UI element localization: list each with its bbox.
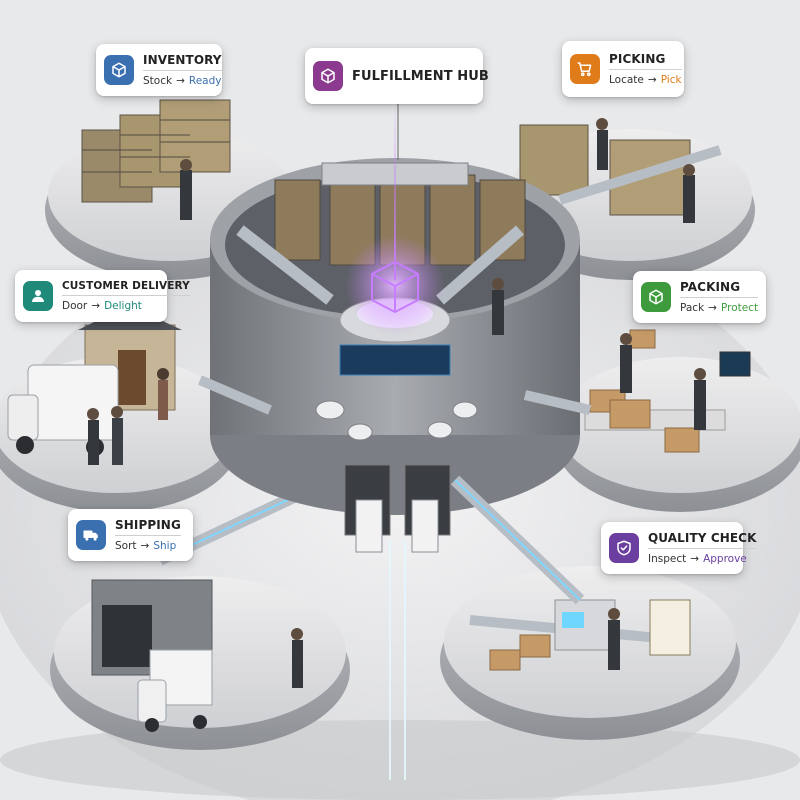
fulfillment-hub-label: FULFILLMENT HUB: [305, 48, 489, 104]
cube-icon: [313, 61, 343, 91]
truck-icon: [76, 520, 106, 550]
cart-icon: [570, 54, 600, 84]
delivery-title: CUSTOMER DELIVERY: [62, 280, 190, 292]
person-icon: [23, 281, 53, 311]
packing-label: PACKING Pack → Protect: [633, 271, 766, 323]
arrow-right-icon: →: [690, 553, 700, 565]
quality-from: Inspect: [648, 553, 687, 565]
divider: [62, 295, 190, 296]
inventory-to: Ready: [188, 75, 222, 87]
inventory-subtitle: Stock → Ready: [143, 75, 222, 87]
platform-quality: [440, 566, 740, 740]
platform-shipping: [50, 474, 350, 750]
divider: [609, 69, 682, 70]
platform-packing: [555, 329, 800, 512]
picking-to: Pick: [660, 74, 682, 86]
divider: [115, 535, 181, 536]
shipping-to: Ship: [153, 540, 177, 552]
divider: [143, 70, 222, 71]
quality-to: Approve: [703, 553, 747, 565]
arrow-right-icon: →: [708, 302, 717, 314]
packing-title: PACKING: [680, 280, 741, 294]
shipping-subtitle: Sort → Ship: [115, 540, 181, 552]
central-hub: [210, 100, 580, 553]
inventory-label: INVENTORY Stock → Ready: [96, 44, 222, 96]
shipping-label: SHIPPING Sort → Ship: [68, 509, 193, 561]
packing-subtitle: Pack → Protect: [680, 302, 758, 314]
hub-title: FULFILLMENT HUB: [352, 68, 489, 84]
package-icon: [641, 282, 671, 312]
delivery-from: Door: [62, 300, 88, 312]
packing-to: Protect: [720, 302, 759, 314]
quality-subtitle: Inspect → Approve: [648, 553, 756, 565]
customer-delivery-label: CUSTOMER DELIVERY Door → Delight: [15, 270, 190, 322]
inventory-from: Stock: [143, 75, 173, 87]
picking-title: PICKING: [609, 52, 666, 66]
arrow-right-icon: →: [140, 540, 150, 552]
picking-from: Locate: [609, 74, 644, 86]
quality-check-label: QUALITY CHECK Inspect → Approve: [601, 522, 757, 574]
box-icon: [104, 55, 134, 85]
arrow-right-icon: →: [647, 74, 657, 86]
packing-from: Pack: [680, 302, 705, 314]
shield-check-icon: [609, 533, 639, 563]
delivery-subtitle: Door → Delight: [62, 300, 190, 312]
arrow-right-icon: →: [91, 300, 101, 312]
shipping-from: Sort: [115, 540, 137, 552]
picking-label: PICKING Locate → Pick: [562, 41, 684, 97]
platform-delivery: [0, 305, 240, 512]
divider: [648, 548, 757, 549]
arrow-right-icon: →: [176, 75, 185, 87]
shipping-title: SHIPPING: [115, 518, 181, 532]
quality-title: QUALITY CHECK: [648, 531, 757, 545]
inventory-title: INVENTORY: [143, 53, 222, 67]
delivery-to: Delight: [104, 300, 142, 312]
picking-subtitle: Locate → Pick: [609, 74, 682, 86]
divider: [680, 297, 759, 298]
